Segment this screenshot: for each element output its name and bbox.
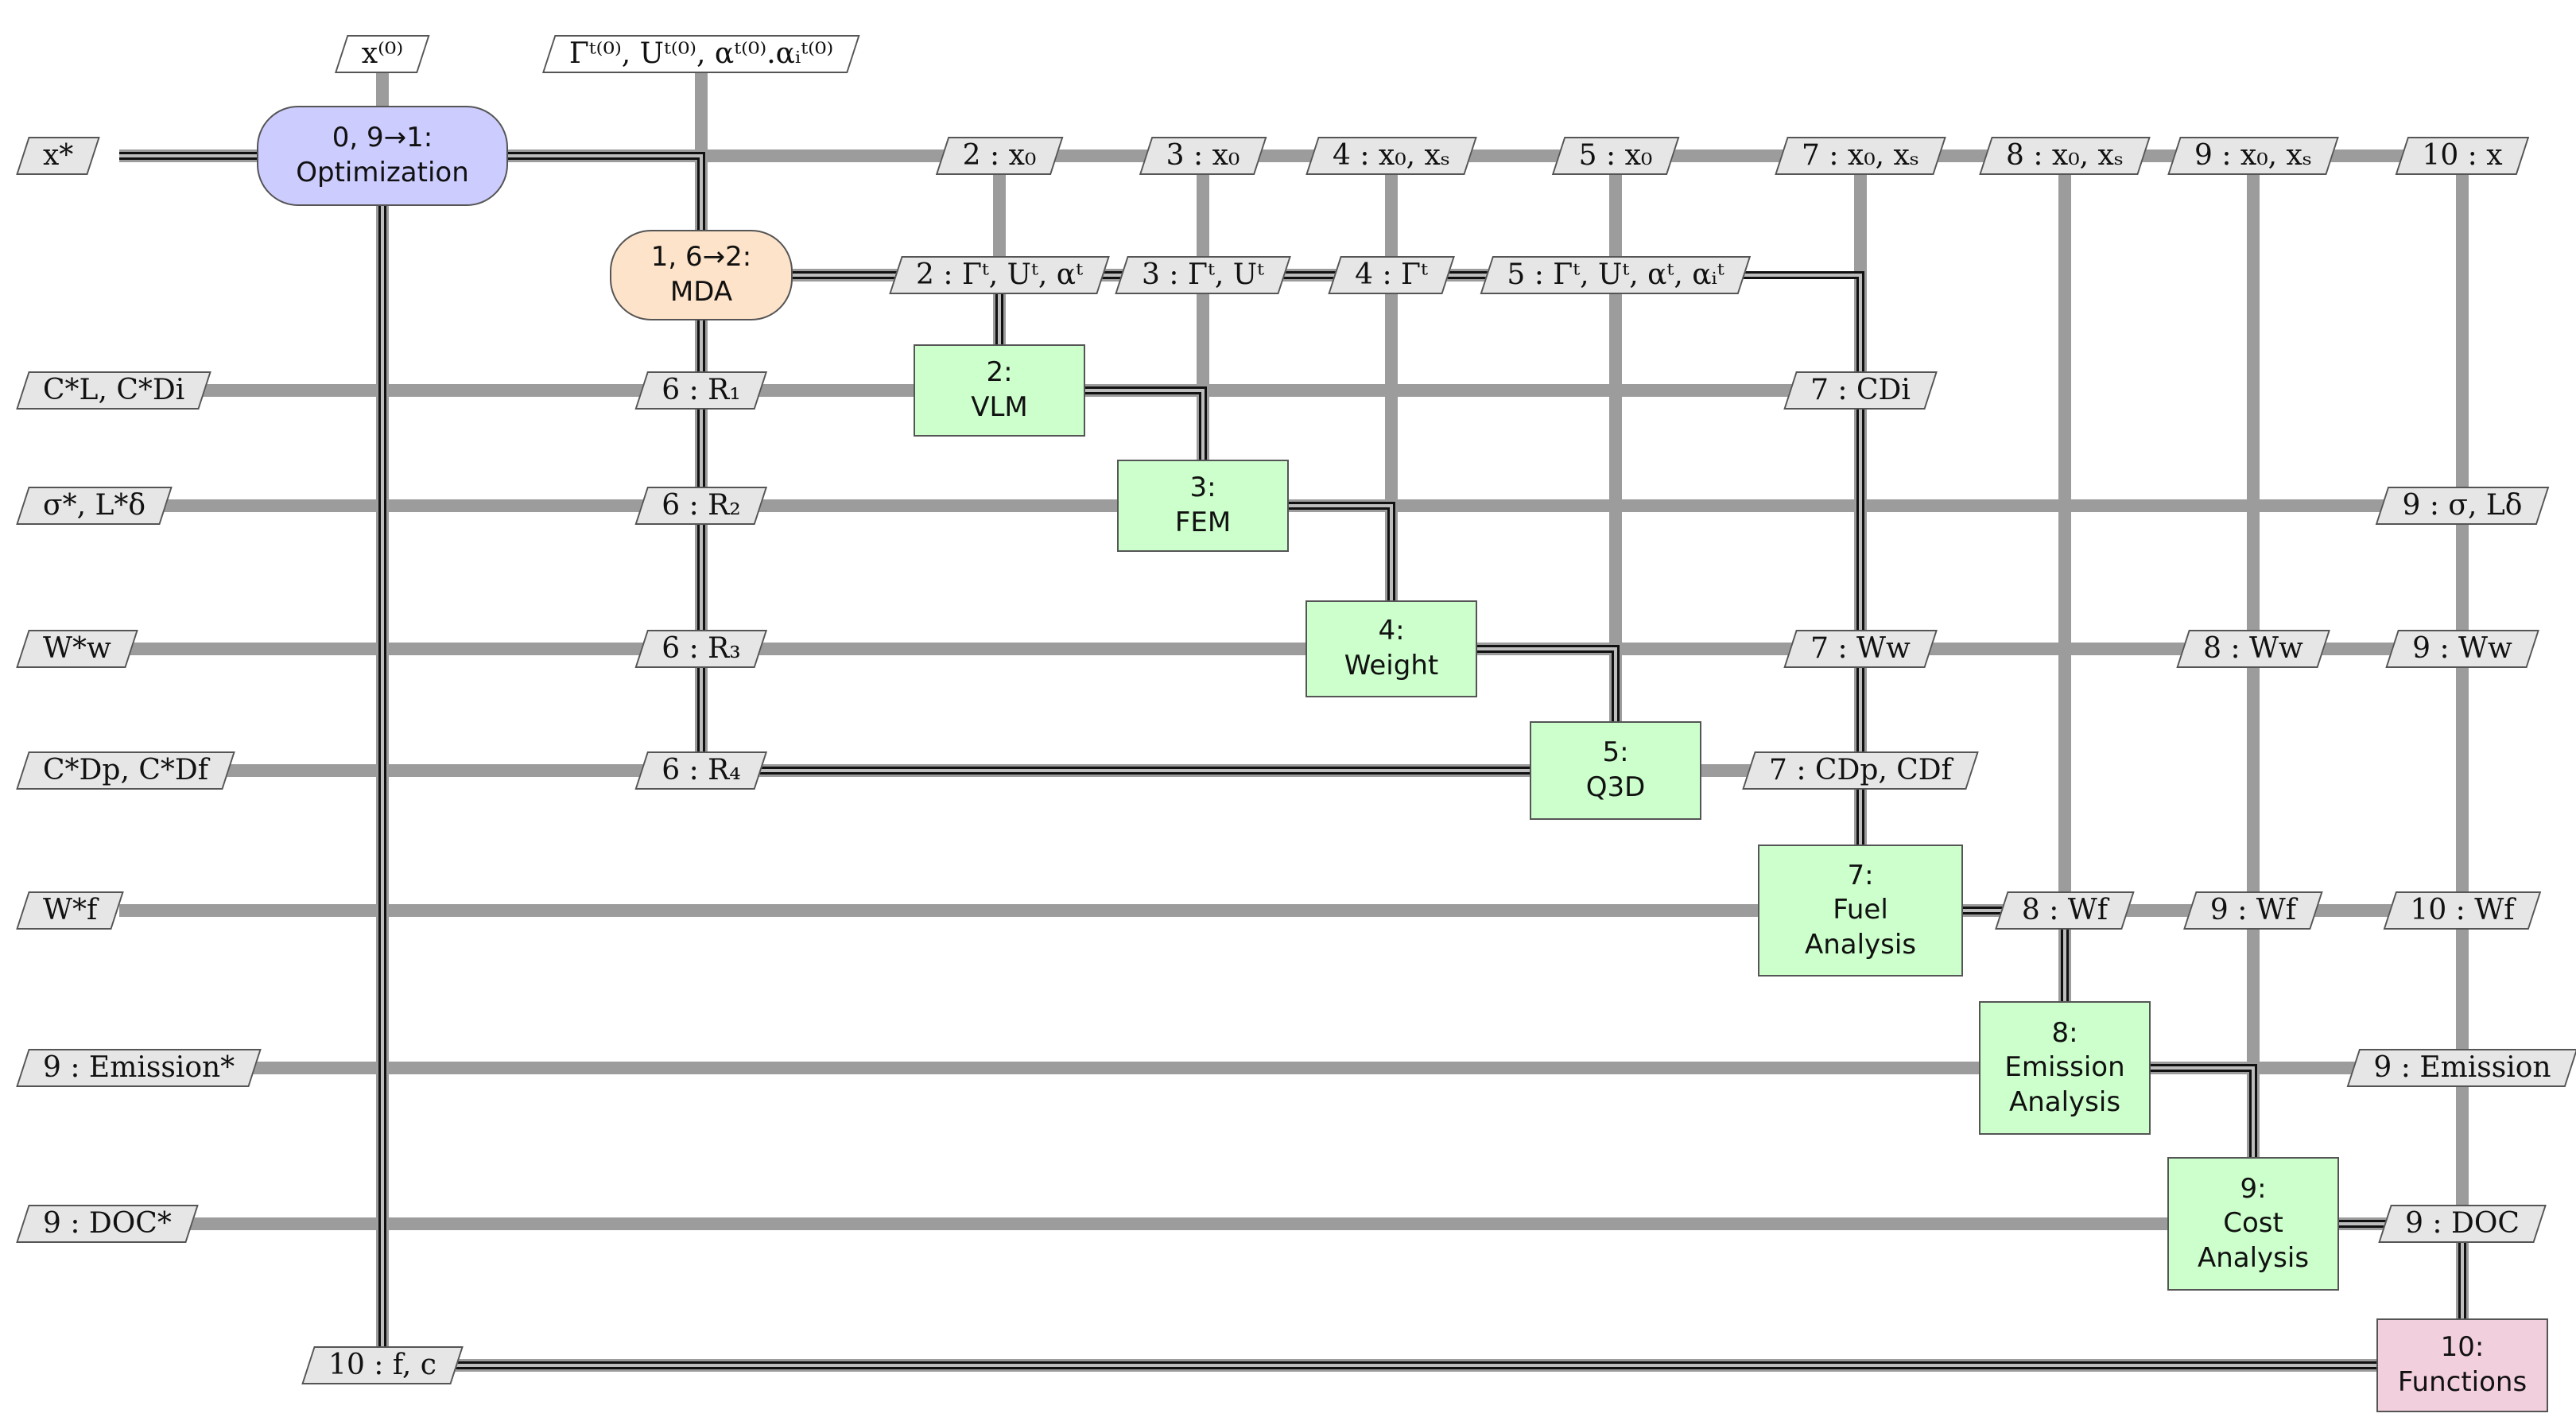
node-q3d: 5: Q3D bbox=[1530, 721, 1701, 820]
data-label-6-r: 6 : R₃ bbox=[641, 630, 761, 668]
data-label-5-x: 5 : x₀ bbox=[1558, 137, 1674, 175]
data-label-l: σ*, L*δ bbox=[22, 487, 166, 525]
data-label-7-x-x: 7 : x₀, xₛ bbox=[1781, 137, 1940, 175]
data-label-9-x-x: 9 : x₀, xₛ bbox=[2174, 137, 2333, 175]
data-label-w-w: W*w bbox=[22, 630, 132, 668]
data-label-9-doc: 9 : DOC* bbox=[22, 1205, 192, 1243]
node-label-opt: 0, 9→1: Optimization bbox=[296, 122, 469, 188]
data-label-5-u: 5 : Γᵗ, Uᵗ, αᵗ, αᵢᵗ bbox=[1486, 256, 1744, 294]
data-label-6-r: 6 : R₁ bbox=[641, 371, 761, 410]
data-label-u: Γᵗ⁽⁰⁾, Uᵗ⁽⁰⁾, αᵗ⁽⁰⁾.αᵢᵗ⁽⁰⁾ bbox=[549, 35, 854, 73]
data-label-2-u: 2 : Γᵗ, Uᵗ, αᵗ bbox=[895, 256, 1104, 294]
node-label-mda: 1, 6→2: MDA bbox=[650, 241, 752, 308]
node-label-vlm: 2: VLM bbox=[971, 356, 1028, 423]
data-label-3-x: 3 : x₀ bbox=[1146, 137, 1261, 175]
node-mda: 1, 6→2: MDA bbox=[610, 230, 793, 320]
data-label-10-f-c: 10 : f, c bbox=[308, 1346, 457, 1384]
node-cost: 9: Cost Analysis bbox=[2167, 1157, 2339, 1291]
data-label-4: 4 : Γᵗ bbox=[1334, 256, 1449, 294]
data-label-9-l: 9 : σ, Lδ bbox=[2382, 487, 2543, 525]
data-label-4-x-x: 4 : x₀, xₛ bbox=[1312, 137, 1471, 175]
data-label-x: x⁽⁰⁾ bbox=[341, 35, 424, 73]
data-label-w-f: W*f bbox=[22, 891, 118, 930]
node-emission: 8: Emission Analysis bbox=[1979, 1001, 2151, 1135]
data-label-10-wf: 10 : Wf bbox=[2389, 891, 2535, 930]
data-label-9-ww: 9 : Ww bbox=[2392, 630, 2533, 668]
data-label-8-wf: 8 : Wf bbox=[2001, 891, 2128, 930]
node-vlm: 2: VLM bbox=[914, 344, 1085, 437]
data-label-9-emission: 9 : Emission bbox=[2353, 1049, 2571, 1087]
data-label-8-x-x: 8 : x₀, xₛ bbox=[1985, 137, 2144, 175]
data-label-2-x: 2 : x₀ bbox=[942, 137, 1057, 175]
data-label-c-dp-c-df: C*Dp, C*Df bbox=[22, 751, 229, 790]
data-label-10-x: 10 : x bbox=[2401, 137, 2523, 175]
data-label-3-u: 3 : Γᵗ, Uᵗ bbox=[1121, 256, 1285, 294]
node-label-cost: 9: Cost Analysis bbox=[2197, 1172, 2310, 1274]
node-opt: 0, 9→1: Optimization bbox=[257, 106, 508, 206]
node-label-fuel: 7: Fuel Analysis bbox=[1804, 859, 1917, 961]
node-label-fem: 3: FEM bbox=[1174, 472, 1232, 538]
node-func: 10: Functions bbox=[2376, 1318, 2548, 1412]
data-label-9-doc: 9 : DOC bbox=[2384, 1205, 2540, 1243]
data-label-9-wf: 9 : Wf bbox=[2190, 891, 2317, 930]
data-label-x: x* bbox=[22, 137, 94, 175]
node-label-func: 10: Functions bbox=[2397, 1331, 2528, 1398]
data-label-7-cdp-cdf: 7 : CDp, CDf bbox=[1748, 751, 1973, 790]
data-label-7-ww: 7 : Ww bbox=[1790, 630, 1931, 668]
node-weight: 4: Weight bbox=[1305, 600, 1477, 697]
data-label-7-cdi: 7 : CDi bbox=[1790, 371, 1931, 410]
data-label-8-ww: 8 : Ww bbox=[2182, 630, 2324, 668]
node-fem: 3: FEM bbox=[1117, 460, 1289, 552]
data-label-6-r: 6 : R₄ bbox=[641, 751, 761, 790]
node-fuel: 7: Fuel Analysis bbox=[1758, 845, 1963, 977]
node-label-weight: 4: Weight bbox=[1344, 615, 1439, 681]
data-label-c-l-c-di: C*L, C*Di bbox=[22, 371, 205, 410]
node-label-q3d: 5: Q3D bbox=[1585, 736, 1646, 803]
node-label-emission: 8: Emission Analysis bbox=[2004, 1016, 2125, 1118]
data-label-6-r: 6 : R₂ bbox=[641, 487, 761, 525]
data-label-9-emission: 9 : Emission* bbox=[22, 1049, 255, 1087]
